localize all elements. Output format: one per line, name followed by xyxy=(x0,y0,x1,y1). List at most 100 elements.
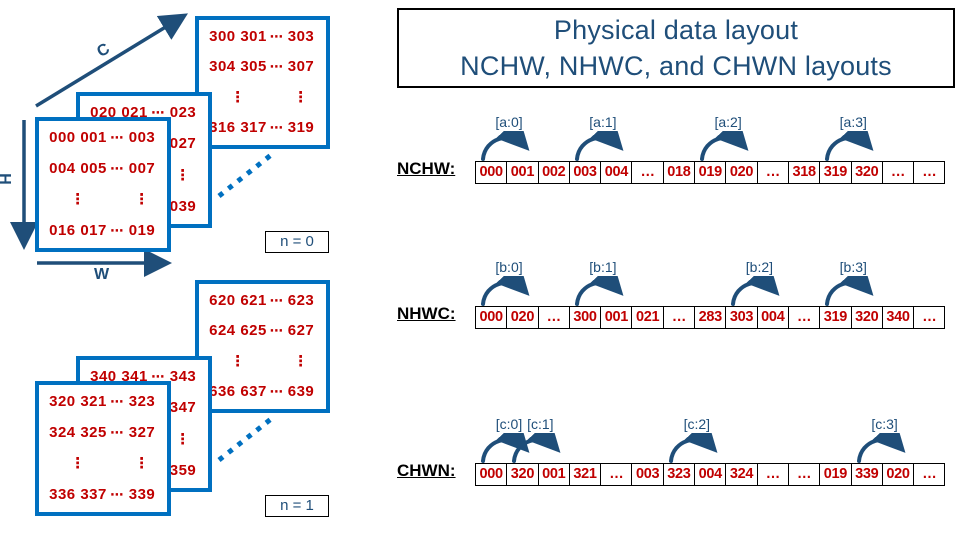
memory-cell: 339 xyxy=(850,464,882,485)
batch-index-label-n1: n = 1 xyxy=(265,495,329,517)
memory-cell: … xyxy=(913,162,944,183)
matrix-values: 319 xyxy=(287,118,315,136)
memory-cells: 000 001 002 003 004 … 018 019 020 … 318 … xyxy=(475,161,946,184)
depth-dots-line-icon xyxy=(217,417,273,462)
matrix-values: 023 xyxy=(169,104,197,121)
matrix-row: 624 625⋯627 xyxy=(207,319,318,343)
matrix-values: 343 xyxy=(169,368,197,385)
hdots: ⋯ xyxy=(269,323,284,339)
vdots: ⋮ xyxy=(70,191,86,208)
matrix-front-n0: 000 001⋯003 004 005⋯007 ⋮⋮ 016 017⋯019 xyxy=(35,117,171,252)
matrix-values: 004 005 xyxy=(49,160,107,177)
memory-cell: … xyxy=(913,307,944,328)
matrix-values: 359 xyxy=(169,461,197,479)
memory-cell: 320 xyxy=(850,162,882,183)
vdots: ⋮ xyxy=(175,430,191,448)
matrix-values: 323 xyxy=(128,393,156,410)
memory-cell: 019 xyxy=(819,464,850,485)
vdots: ⋮ xyxy=(293,88,309,106)
memory-cell: … xyxy=(756,162,788,183)
stride-arc: [b:0] xyxy=(476,259,542,306)
matrix-row: 336 337⋯339 xyxy=(47,483,159,507)
matrix-values: 300 301 xyxy=(209,28,267,45)
stride-arc: [c:3] xyxy=(852,416,918,463)
memory-cell: 300 xyxy=(568,307,600,328)
stride-arc: [b:1] xyxy=(570,259,636,306)
matrix-row: 620 621⋯623 xyxy=(207,289,318,313)
stride-arc: [a:2] xyxy=(695,114,761,161)
memory-cell: 019 xyxy=(694,162,725,183)
stride-arc: [c:2] xyxy=(664,416,730,463)
memory-cell: 321 xyxy=(568,464,600,485)
matrix-values: 347 xyxy=(169,399,197,417)
depth-dots-line-icon xyxy=(217,153,273,198)
matrix-back-n1: 620 621⋯623 624 625⋯627 ⋮⋮ 636 637⋯639 xyxy=(195,280,330,413)
stride-arc: [b:3] xyxy=(820,259,886,306)
memory-cell: … xyxy=(913,464,944,485)
vdots: ⋮ xyxy=(134,455,150,472)
memory-cell: 020 xyxy=(725,162,756,183)
arc-arrow-icon xyxy=(825,131,874,161)
arc-arrow-icon xyxy=(668,433,718,463)
stride-arc-label: [a:0] xyxy=(495,114,523,130)
stride-arc-label: [b:1] xyxy=(589,259,617,275)
matrix-values: 620 621 xyxy=(209,292,267,309)
matrix-values: 636 637 xyxy=(209,382,267,400)
hdots: ⋯ xyxy=(110,394,124,409)
memory-cell: 018 xyxy=(662,162,694,183)
matrix-values: 016 017 xyxy=(49,222,107,239)
memory-cell: 320 xyxy=(506,464,537,485)
hdots: ⋯ xyxy=(151,105,165,120)
stride-arc-label: [b:2] xyxy=(745,259,774,275)
stride-arc-label: [a:3] xyxy=(839,114,867,130)
matrix-values: 327 xyxy=(128,424,156,441)
arc-arrow-icon xyxy=(856,433,906,463)
matrix-values: 624 625 xyxy=(209,322,267,340)
memory-cell: 020 xyxy=(881,464,913,485)
matrix-row: 300 301⋯303 xyxy=(207,25,318,49)
matrix-row: ⋮ xyxy=(88,164,200,188)
hdots: ⋯ xyxy=(110,487,124,502)
matrix-values: 623 xyxy=(287,292,315,309)
matrix-row: 020 021⋯023 xyxy=(88,101,200,125)
memory-cell: 002 xyxy=(537,162,569,183)
arc-arrow-icon xyxy=(481,131,530,161)
arc-arrow-icon xyxy=(512,433,561,463)
matrix-row: ⋮ xyxy=(88,428,200,452)
memory-cell: 001 xyxy=(506,162,537,183)
stride-arc-label: [b:0] xyxy=(495,259,523,275)
matrix-row: 000 001⋯003 xyxy=(47,126,159,150)
vdots: ⋮ xyxy=(230,88,246,106)
arc-arrow-icon xyxy=(731,276,780,306)
stride-arc-label: [c:2] xyxy=(683,416,711,432)
c-axis-arrow-icon xyxy=(35,13,188,108)
memory-cell: … xyxy=(787,464,819,485)
arc-arrow-icon xyxy=(481,433,530,463)
hdots: ⋯ xyxy=(269,29,284,44)
matrix-row: 636 637⋯639 xyxy=(207,380,318,404)
stride-arc-label: [a:2] xyxy=(714,114,742,130)
stride-arc: [c:0] xyxy=(476,416,542,463)
hdots: ⋯ xyxy=(269,293,284,308)
matrix-row: 316 317⋯319 xyxy=(207,116,318,140)
memory-cell: 319 xyxy=(819,307,850,328)
memory-row-label: NCHW: xyxy=(397,159,456,178)
stride-arc: [c:1] xyxy=(507,416,573,463)
memory-cells: 000 320 001 321 … 003 323 004 324 … … 01… xyxy=(475,463,946,486)
arc-arrow-icon xyxy=(574,131,624,161)
matrix-row: ⋮⋮ xyxy=(207,86,318,110)
hdots: ⋯ xyxy=(110,425,124,440)
memory-row-label: CHWN: xyxy=(397,461,456,480)
matrix-row: 016 017⋯019 xyxy=(47,219,159,243)
memory-cell: … xyxy=(787,307,819,328)
title-box: Physical data layout NCHW, NHWC, and CHW… xyxy=(397,8,955,88)
hdots: ⋯ xyxy=(269,383,284,399)
axes-arrows xyxy=(10,13,273,462)
hdots: ⋯ xyxy=(269,59,284,75)
memory-cell: 004 xyxy=(756,307,788,328)
matrix-values: 303 xyxy=(287,28,315,45)
matrix-row: 359 xyxy=(88,459,200,483)
memory-cell: 303 xyxy=(725,307,756,328)
memory-cell: 004 xyxy=(694,464,725,485)
